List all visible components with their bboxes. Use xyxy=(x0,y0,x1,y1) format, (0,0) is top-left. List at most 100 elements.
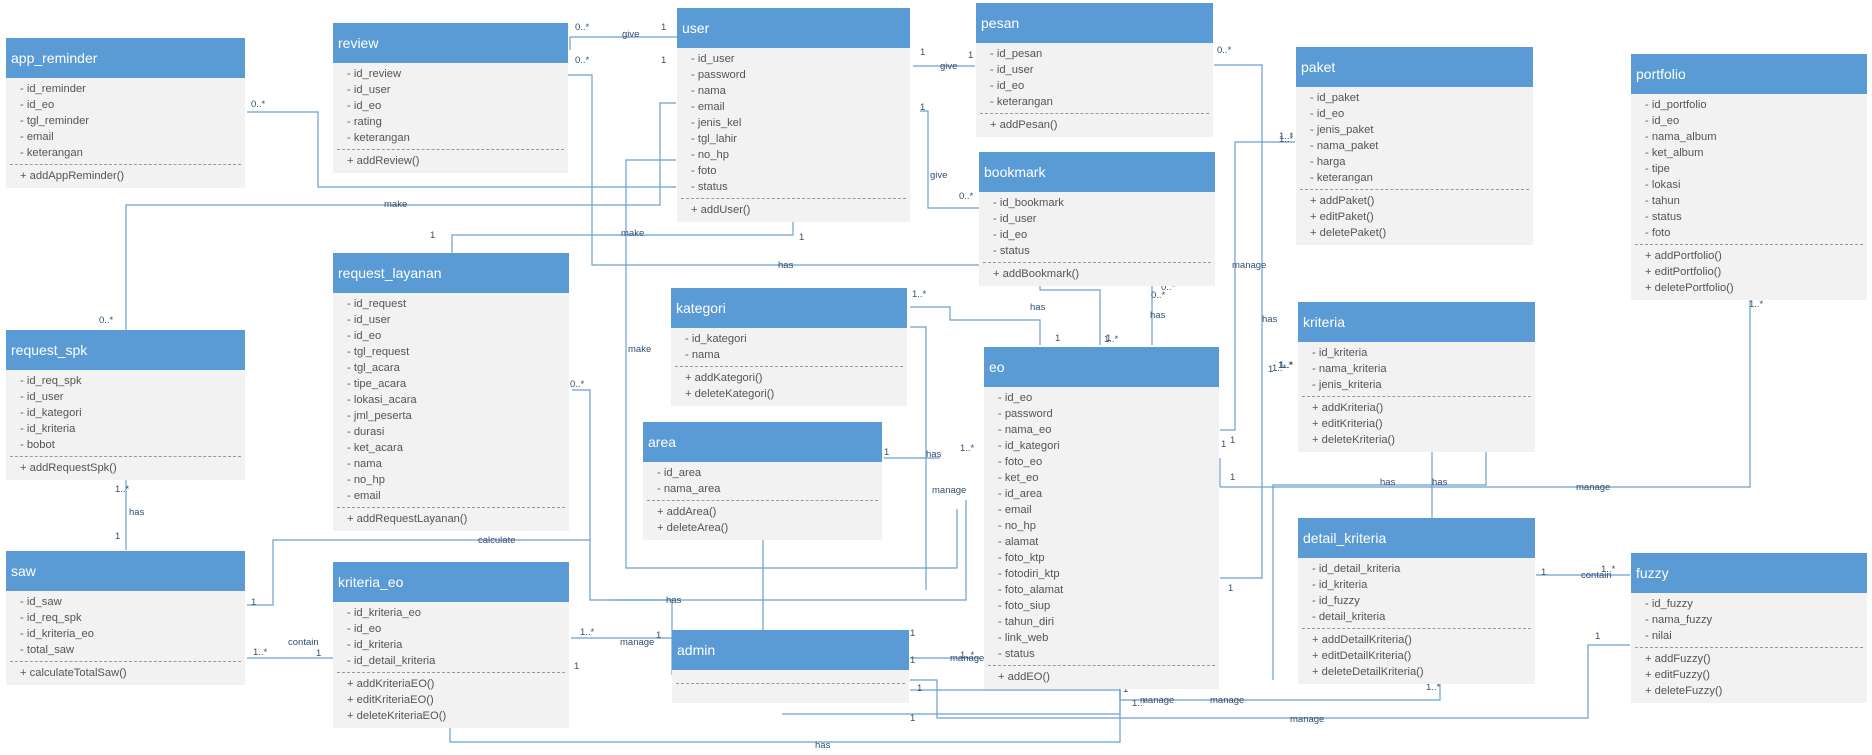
association-label: give xyxy=(940,61,957,72)
attribute: - nilai xyxy=(1645,630,1672,642)
compartment-divider xyxy=(980,113,1209,114)
class-admin: admin xyxy=(672,630,909,703)
class-paket: paket- id_paket- id_eo- jenis_paket- nam… xyxy=(1296,47,1533,245)
attribute: - id_fuzzy xyxy=(1645,598,1693,610)
operation: + editDetailKriteria() xyxy=(1312,650,1412,662)
multiplicity-label: 1 xyxy=(910,655,915,666)
attribute: - jml_peserta xyxy=(347,410,412,422)
multiplicity-label: 1..* xyxy=(912,289,927,300)
class-name: fuzzy xyxy=(1631,553,1867,593)
class-name: area xyxy=(643,422,882,462)
attribute: - ket_eo xyxy=(998,472,1039,484)
multiplicity-label: 1 xyxy=(1268,364,1273,375)
attribute: - nama_eo xyxy=(998,424,1052,436)
operation: + addRequestSpk() xyxy=(20,462,117,474)
class-body: - id_paket- id_eo- jenis_paket- nama_pak… xyxy=(1296,87,1533,245)
multiplicity-label: 1..* xyxy=(1279,134,1294,145)
attribute: - id_eo xyxy=(20,99,55,111)
attribute: - jenis_kriteria xyxy=(1312,379,1382,391)
class-name: kategori xyxy=(671,288,907,328)
multiplicity-label: 1 xyxy=(910,628,915,639)
operation: + calculateTotalSaw() xyxy=(20,667,127,679)
association-label: manage xyxy=(620,637,654,648)
association-label: manage xyxy=(1576,482,1610,493)
operation: + addFuzzy() xyxy=(1645,653,1711,665)
class-kriteria-eo: kriteria_eo- id_kriteria_eo- id_eo- id_k… xyxy=(333,562,569,728)
compartment-divider xyxy=(10,164,241,165)
attribute: - status xyxy=(1645,211,1682,223)
association-label: has xyxy=(1262,314,1278,325)
attribute: - id_detail_kriteria xyxy=(1312,563,1401,575)
operation: + deleteKriteria() xyxy=(1312,434,1396,446)
association-label: has xyxy=(926,449,942,460)
multiplicity-label: 1..* xyxy=(960,650,975,661)
class-app-reminder: app_reminder- id_reminder- id_eo- tgl_re… xyxy=(6,38,245,188)
attribute: - status xyxy=(691,181,728,193)
class-name: pesan xyxy=(976,3,1213,43)
compartment-divider xyxy=(676,683,905,684)
class-name: user xyxy=(677,8,910,48)
association-label: calculate xyxy=(478,535,516,546)
operation: + addRequestLayanan() xyxy=(347,513,468,525)
class-area: area- id_area- nama_area+ addArea()+ del… xyxy=(643,422,882,540)
multiplicity-label: 1 xyxy=(656,630,661,641)
attribute: - detail_kriteria xyxy=(1312,611,1386,623)
compartment-divider xyxy=(337,672,565,673)
multiplicity-label: 1 xyxy=(316,648,321,659)
attribute: - id_kriteria xyxy=(347,639,403,651)
attribute: - email xyxy=(347,490,381,502)
attribute: - foto xyxy=(691,165,717,177)
class-name: paket xyxy=(1296,47,1533,87)
multiplicity-label: 1 xyxy=(1228,583,1233,594)
attribute: - id_eo xyxy=(347,330,382,342)
class-fuzzy: fuzzy- id_fuzzy- nama_fuzzy- nilai+ addF… xyxy=(1631,553,1867,703)
multiplicity-label: 1 xyxy=(251,597,256,608)
attribute: - foto xyxy=(1645,227,1671,239)
multiplicity-label: 1 xyxy=(1221,439,1226,450)
attribute: - id_user xyxy=(691,53,735,65)
attribute: - nama xyxy=(347,458,382,470)
multiplicity-label: 1 xyxy=(1230,435,1235,446)
class-name: portfolio xyxy=(1631,54,1867,94)
class-name: detail_kriteria xyxy=(1298,518,1535,558)
class-body: - id_kriteria- nama_kriteria- jenis_krit… xyxy=(1298,342,1535,452)
attribute: - lokasi xyxy=(1645,179,1681,191)
attribute: - nama xyxy=(691,85,726,97)
attribute: - id_eo xyxy=(347,100,382,112)
association-label: manage xyxy=(950,653,984,664)
attribute: - nama_paket xyxy=(1310,140,1379,152)
class-body: - id_req_spk- id_user- id_kategori- id_k… xyxy=(6,370,245,480)
attribute: - email xyxy=(20,131,54,143)
class-body: - id_kategori- nama+ addKategori()+ dele… xyxy=(671,328,907,406)
operation: + addUser() xyxy=(691,204,751,216)
operation: + deleteKategori() xyxy=(685,388,775,400)
operation: + deleteKriteriaEO() xyxy=(347,710,447,722)
attribute: - id_kriteria xyxy=(1312,347,1368,359)
attribute: - foto_siup xyxy=(998,600,1051,612)
multiplicity-label: 1 xyxy=(1541,567,1546,578)
attribute: - fotodiri_ktp xyxy=(998,568,1060,580)
multiplicity-label: 1 xyxy=(115,531,120,542)
attribute: - tipe xyxy=(1645,163,1670,175)
attribute: - id_eo xyxy=(1645,115,1680,127)
attribute: - id_kriteria xyxy=(1312,579,1368,591)
association-label: has xyxy=(1432,477,1448,488)
attribute: - id_kriteria xyxy=(20,423,76,435)
attribute: - id_user xyxy=(990,64,1034,76)
attribute: - id_portfolio xyxy=(1645,99,1707,111)
attribute: - alamat xyxy=(998,536,1039,548)
class-detail-kriteria: detail_kriteria - id_detail_kriteria - id_… xyxy=(1298,518,1535,684)
class-body: - id_user- password- nama- email- jenis_… xyxy=(677,48,910,222)
attribute: - id_eo xyxy=(1310,108,1345,120)
multiplicity-label: 1..* xyxy=(1279,360,1294,371)
attribute: - total_saw xyxy=(20,644,75,656)
multiplicity-label: 1..* xyxy=(1272,363,1287,374)
class-user: user- id_user- password- nama- email- je… xyxy=(677,8,910,222)
compartment-divider xyxy=(337,149,564,150)
multiplicity-label: 1 xyxy=(884,447,889,458)
compartment-divider xyxy=(1302,396,1531,397)
operation: + deleteDetailKriteria() xyxy=(1312,666,1424,678)
attribute: - id_paket xyxy=(1310,92,1360,104)
class-pesan: pesan- id_pesan- id_user- id_eo- keteran… xyxy=(976,3,1213,137)
operation: + editKriteriaEO() xyxy=(347,694,434,706)
